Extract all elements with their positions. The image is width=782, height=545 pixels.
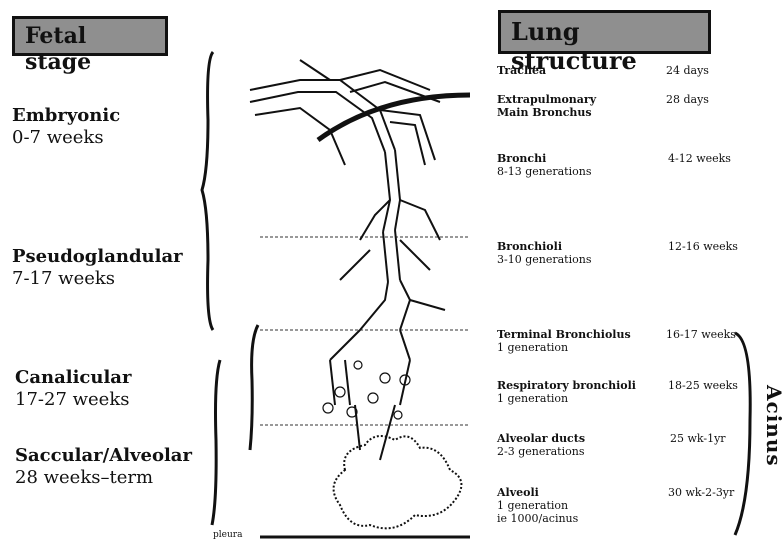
structure-name: Bronchi [497,152,591,165]
stage-saccular: Saccular/Alveolar 28 weeks–term [15,445,192,489]
structure-terminal-bronchiolus: Terminal Bronchiolus 1 generation [497,328,631,354]
stage-range: 28 weeks–term [15,467,192,489]
structure-respiratory-bronchioli: Respiratory bronchioli 1 generation [497,379,636,405]
structure-name: Trachea [497,64,546,77]
structure-extrapulmonary: Extrapulmonary Main Bronchus [497,93,596,119]
structure-time: 28 days [666,93,709,106]
structure-sub: 3-10 generations [497,253,591,266]
structure-bronchioli: Bronchioli 3-10 generations [497,240,591,266]
stage-name: Canalicular [15,367,131,389]
structure-alveoli: Alveoli 1 generation ie 1000/acinus [497,486,578,525]
brace-canalicular [250,325,258,450]
brace-embryonic [202,52,213,330]
structure-time: 24 days [666,64,709,77]
structure-sub: 1 generation [497,341,631,354]
structure-name: Terminal Bronchiolus [497,328,631,341]
structure-sub: Main Bronchus [497,106,596,119]
structure-sub: 1 generation [497,499,578,512]
structure-bronchi: Bronchi 8-13 generations [497,152,591,178]
brace-acinus [735,333,750,535]
stage-canalicular: Canalicular 17-27 weeks [15,367,131,411]
structure-name: Respiratory bronchioli [497,379,636,392]
structure-alveolar-ducts: Alveolar ducts 2-3 generations [497,432,585,458]
stage-name: Pseudoglandular [12,246,183,268]
structure-name: Alveolar ducts [497,432,585,445]
brace-saccular [212,360,220,525]
fetal-stage-header: Fetal stage [12,16,168,56]
stage-range: 17-27 weeks [15,389,131,411]
structure-name: Alveoli [497,486,578,499]
saccule-cluster [334,436,462,528]
lung-structure-header: Lung structure [498,10,711,54]
stage-embryonic: Embryonic 0-7 weeks [12,105,120,149]
acinus-label: Acinus [762,385,782,467]
stage-range: 0-7 weeks [12,127,120,149]
structure-time: 18-25 weeks [668,379,738,392]
structure-time: 25 wk-1yr [670,432,726,445]
structure-sub: 8-13 generations [497,165,591,178]
structure-time: 16-17 weeks [666,328,736,341]
structure-sub2: ie 1000/acinus [497,512,578,525]
structure-name: Bronchioli [497,240,591,253]
stage-name: Embryonic [12,105,120,127]
stage-range: 7-17 weeks [12,268,183,290]
pleura-label: pleura [213,530,242,540]
structure-time: 30 wk-2-3yr [668,486,734,499]
structure-trachea: Trachea [497,64,546,77]
structure-time: 4-12 weeks [668,152,731,165]
stage-name: Saccular/Alveolar [15,445,192,467]
stage-pseudoglandular: Pseudoglandular 7-17 weeks [12,246,183,290]
structure-sub: 2-3 generations [497,445,585,458]
structure-sub: 1 generation [497,392,636,405]
structure-time: 12-16 weeks [668,240,738,253]
structure-name: Extrapulmonary [497,93,596,106]
